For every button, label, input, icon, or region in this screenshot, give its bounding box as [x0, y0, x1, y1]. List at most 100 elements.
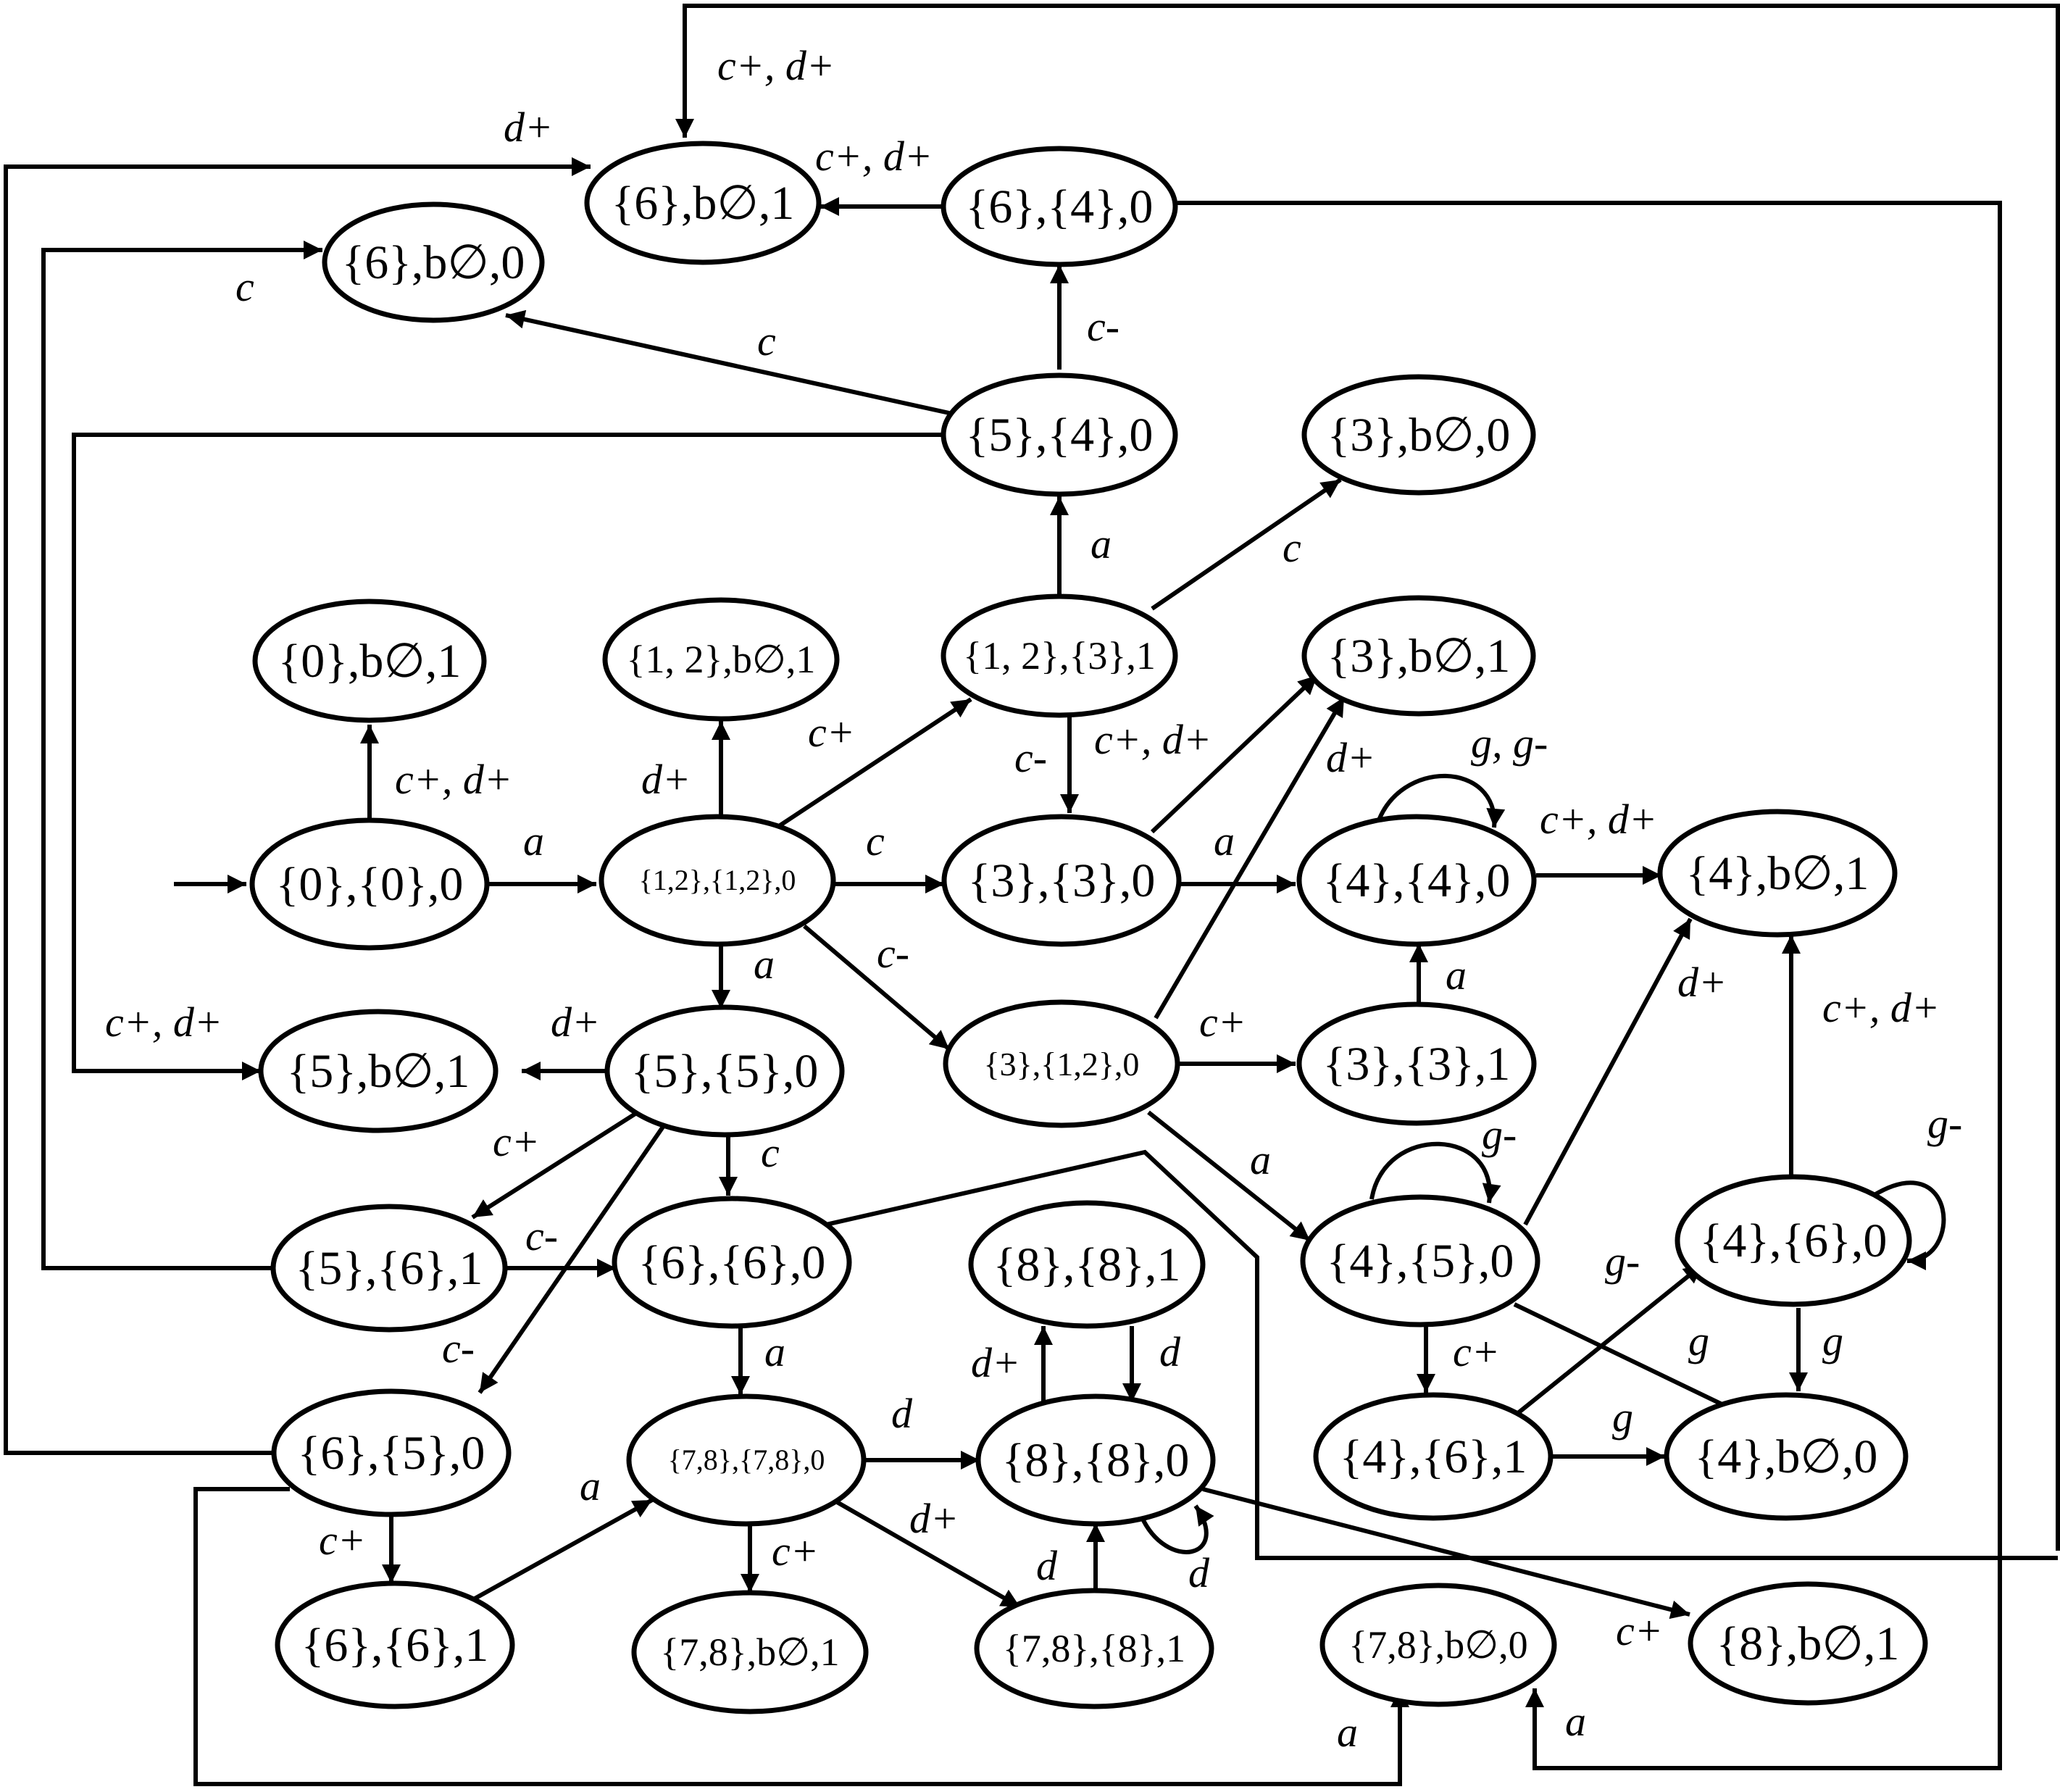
- state-s0b1: {0},b∅,1: [252, 599, 487, 723]
- state-label: {4},{4},0: [1323, 854, 1511, 907]
- edge-label: c+, d+: [815, 133, 933, 180]
- edge-label: c+, d+: [1094, 716, 1212, 763]
- state-label: {4},b∅,0: [1695, 1430, 1878, 1483]
- edge-label: c+, d+: [1540, 796, 1657, 843]
- state-label: {5},{6},1: [296, 1242, 483, 1295]
- state-s88-1: {8},{8},1: [968, 1200, 1206, 1329]
- edge-left-outer: [4, 157, 591, 1455]
- state-label: {6},{6},0: [638, 1236, 826, 1289]
- edge-s312-s45: [1147, 1110, 1312, 1243]
- state-s7878-0: {7,8},{7,8},0: [626, 1393, 867, 1527]
- edge-label: g: [1688, 1317, 1709, 1364]
- state-label: {3},{3},1: [1323, 1038, 1511, 1091]
- edge-label: a: [764, 1328, 785, 1375]
- state-s33-1: {3},{3},1: [1296, 1001, 1537, 1126]
- state-s12b1: {1, 2},b∅,1: [602, 597, 840, 722]
- state-label: {3},b∅,0: [1327, 409, 1511, 462]
- state-label: {0},b∅,1: [278, 635, 462, 688]
- state-label: {5},b∅,1: [287, 1045, 470, 1098]
- edge-label: d+: [504, 104, 553, 151]
- state-label: {4},b∅,1: [1686, 847, 1869, 900]
- state-s3b1: {3},b∅,1: [1301, 595, 1536, 717]
- edge-label: c: [235, 263, 254, 310]
- state-label: {1, 2},b∅,1: [627, 638, 816, 681]
- edge-label: c+, d+: [717, 42, 835, 89]
- edge-label: c: [761, 1129, 780, 1176]
- edge-label: c+, d+: [395, 756, 512, 803]
- state-label: {7,8},{7,8},0: [668, 1443, 825, 1476]
- edge-s7878-s7881: [832, 1498, 1022, 1609]
- edge-s66-s8b1: [825, 1149, 2058, 1560]
- state-s5b1: {5},b∅,1: [258, 1009, 499, 1133]
- edge-s123-s3b0: [1151, 478, 1342, 611]
- edge-s33-s3b1: [1150, 673, 1319, 834]
- edge-s65-s78b0: [193, 1487, 1409, 1786]
- state-label: {6},b∅,1: [612, 177, 795, 230]
- edge-s44-loop: [1375, 773, 1506, 828]
- edge-top-loop: [675, 4, 2060, 1551]
- state-s45-0: {4},{5},0: [1300, 1194, 1540, 1328]
- edge-label: c-: [525, 1212, 558, 1259]
- edge-label: c-: [877, 930, 909, 977]
- state-s12-3-1: {1, 2},{3},1: [941, 593, 1178, 718]
- edge-label: a: [523, 817, 544, 864]
- state-s6b1: {6},b∅,1: [584, 141, 822, 265]
- state-s6b0: {6},b∅,0: [322, 201, 545, 323]
- state-s88-0: {8},{8},0: [975, 1393, 1216, 1527]
- edge-label: c+, d+: [105, 999, 222, 1046]
- edge-label: c-: [442, 1325, 475, 1372]
- edge-s56-s6b0: [41, 241, 322, 1270]
- edge-label: d+: [551, 999, 600, 1046]
- state-label: {1, 2},{3},1: [963, 634, 1156, 678]
- state-label: {5},{5},0: [631, 1045, 819, 1098]
- state-label: {6},{5},0: [298, 1427, 485, 1480]
- edge-s55-s56: [471, 1110, 639, 1220]
- edge-label: c: [866, 817, 885, 864]
- state-s00-0: {0},{0},0: [249, 817, 490, 951]
- edge-label: a: [754, 941, 775, 988]
- state-s65-0: {6},{5},0: [271, 1388, 512, 1517]
- state-s78b1: {7,8},b∅,1: [631, 1590, 869, 1714]
- edge-label: a: [1337, 1709, 1358, 1756]
- state-s64-0: {6},{4},0: [941, 146, 1178, 267]
- state-label: {0},{0},0: [276, 858, 464, 911]
- state-s78b0: {7,8},b∅,0: [1319, 1583, 1557, 1707]
- edge-label: c+: [772, 1528, 819, 1575]
- state-label: {4},{6},0: [1700, 1214, 1888, 1267]
- edge-label: a: [1214, 817, 1235, 864]
- edge-labels: c+, d+ d+ c+, d+ c c c- a c c+ c- c+, d+…: [105, 42, 1962, 1756]
- edges: [4, 4, 2060, 1786]
- edge-s54-s5b1: [72, 433, 949, 1080]
- state-s8b1: {8},b∅,1: [1688, 1581, 1928, 1706]
- edge-label: g: [1612, 1393, 1633, 1441]
- state-label: {8},{8},1: [993, 1238, 1181, 1291]
- edge-label: d: [1159, 1328, 1181, 1375]
- edge-s45-loop: [1369, 1141, 1501, 1204]
- edge-label: g-: [1482, 1111, 1517, 1158]
- edge-label: a: [1250, 1136, 1271, 1183]
- state-s78-8-1: {7,8},{8},1: [974, 1588, 1214, 1709]
- edge-label: d: [1188, 1549, 1210, 1596]
- edge-label: g-: [1605, 1238, 1640, 1285]
- edge-label: d+: [909, 1495, 959, 1542]
- edge-label: c: [757, 317, 776, 364]
- edge-label: a: [580, 1462, 601, 1509]
- edge-label: g-: [1927, 1100, 1962, 1147]
- edge-s461-s460: [1517, 1262, 1704, 1415]
- state-label: {4},{5},0: [1327, 1235, 1514, 1288]
- edge-label: c: [1283, 524, 1301, 571]
- edge-s54-s6b0: [505, 309, 950, 415]
- state-s46-1: {4},{6},1: [1313, 1392, 1554, 1521]
- edge-s661-s7878: [468, 1498, 654, 1604]
- edge-s880-loop: [1139, 1504, 1214, 1554]
- state-label: {7,8},b∅,0: [1348, 1623, 1527, 1667]
- state-label: {5},{4},0: [966, 409, 1154, 462]
- edge-label: c+: [319, 1517, 366, 1564]
- state-s3b0: {3},b∅,0: [1301, 374, 1536, 496]
- edge-s460-loop: [1872, 1180, 1946, 1270]
- state-s55-0: {5},{5},0: [604, 1004, 845, 1138]
- edge-label: d: [891, 1390, 913, 1437]
- edge-label: d: [1036, 1542, 1058, 1589]
- state-label: {1,2},{1,2},0: [639, 864, 796, 896]
